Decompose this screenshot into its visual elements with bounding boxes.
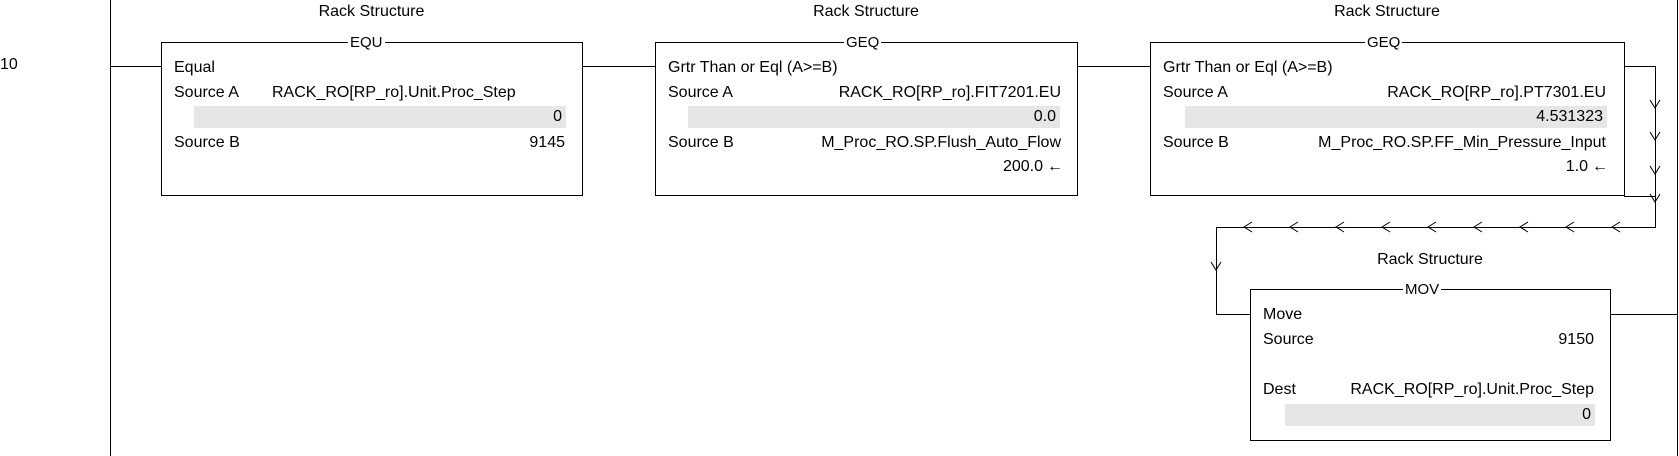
geq1-name: Grtr Than or Eql (A>=B) bbox=[668, 59, 838, 76]
mov-name: Move bbox=[1263, 306, 1303, 323]
mov-dest-tag[interactable]: RACK_RO[RP_ro].Unit.Proc_Step bbox=[1350, 381, 1594, 398]
geq2-source-b-value: 1.0 bbox=[1565, 158, 1588, 175]
equ-source-a-tag[interactable]: RACK_RO[RP_ro].Unit.Proc_Step bbox=[272, 84, 516, 101]
geq1-instruction-block[interactable]: GEQ Grtr Than or Eql (A>=B) Source A RAC… bbox=[655, 35, 1078, 196]
geq2-source-b-tag[interactable]: M_Proc_RO.SP.FF_Min_Pressure_Input bbox=[1318, 134, 1606, 151]
geq2-instruction-block[interactable]: GEQ Grtr Than or Eql (A>=B) Source A RAC… bbox=[1150, 35, 1625, 196]
geq1-source-a-value: 0.0 bbox=[688, 106, 1060, 128]
geq2-description: Rack Structure bbox=[1334, 3, 1440, 20]
equ-source-b-value[interactable]: 9145 bbox=[529, 134, 565, 151]
geq2-source-a-value: 4.531323 bbox=[1185, 106, 1607, 128]
geq1-source-b-label: Source B bbox=[668, 134, 734, 151]
geq2-source-b-label: Source B bbox=[1163, 134, 1229, 151]
equ-mnemonic: EQU bbox=[348, 34, 385, 51]
mov-dest-label: Dest bbox=[1263, 381, 1296, 398]
geq1-source-b-value: 200.0 bbox=[1002, 158, 1043, 175]
geq1-source-a-tag[interactable]: RACK_RO[RP_ro].FIT7201.EU bbox=[838, 84, 1061, 101]
mov-description: Rack Structure bbox=[1377, 251, 1483, 268]
geq1-mnemonic: GEQ bbox=[844, 34, 882, 51]
mov-dest-value: 0 bbox=[1285, 404, 1595, 426]
equ-description: Rack Structure bbox=[318, 3, 425, 20]
geq2-source-a-tag[interactable]: RACK_RO[RP_ro].PT7301.EU bbox=[1387, 84, 1606, 101]
geq1-source-b-tag[interactable]: M_Proc_RO.SP.Flush_Auto_Flow bbox=[821, 134, 1061, 151]
rung-number: 10 bbox=[0, 56, 18, 73]
left-arrow-icon: ← bbox=[1047, 158, 1063, 175]
wire-flow-arrow-icon bbox=[1210, 99, 1661, 271]
mov-instruction-block[interactable]: MOV Move Source 9150 Dest RACK_RO[RP_ro]… bbox=[1250, 282, 1611, 441]
equ-instruction-block[interactable]: EQU Equal Source A RACK_RO[RP_ro].Unit.P… bbox=[161, 35, 583, 196]
geq2-source-a-label: Source A bbox=[1163, 84, 1228, 101]
equ-source-a-label: Source A bbox=[174, 84, 239, 101]
mov-source-label: Source bbox=[1263, 331, 1314, 348]
geq2-mnemonic: GEQ bbox=[1365, 34, 1403, 51]
equ-name: Equal bbox=[174, 59, 215, 76]
equ-source-a-value: 0 bbox=[194, 106, 566, 128]
mov-source-value[interactable]: 9150 bbox=[1558, 331, 1594, 348]
geq1-source-a-label: Source A bbox=[668, 84, 733, 101]
geq2-name: Grtr Than or Eql (A>=B) bbox=[1163, 59, 1333, 76]
left-arrow-icon: ← bbox=[1592, 158, 1608, 175]
mov-mnemonic: MOV bbox=[1403, 281, 1442, 298]
equ-source-b-label: Source B bbox=[174, 134, 240, 151]
geq1-description: Rack Structure bbox=[813, 3, 919, 20]
